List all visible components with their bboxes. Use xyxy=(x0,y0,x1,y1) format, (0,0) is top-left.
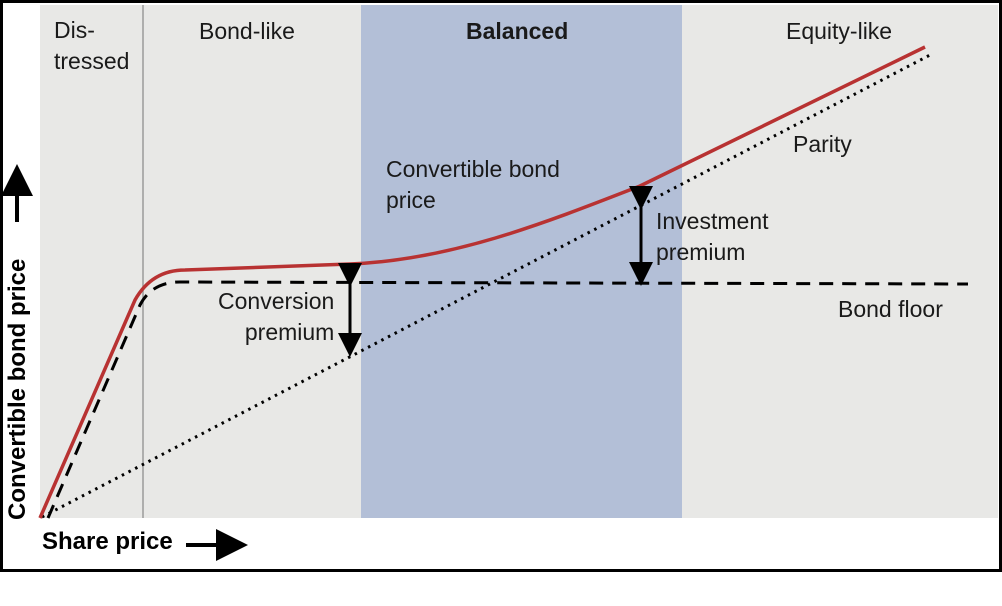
x-axis-label: Share price xyxy=(42,528,173,555)
bond-floor-label: Bond floor xyxy=(838,296,943,322)
conversion-premium-line1: Conversion xyxy=(218,288,335,314)
region-bond-like: Bond-like xyxy=(199,18,295,44)
region-distressed: Dis- tressed xyxy=(54,15,129,77)
conversion-premium-line2: premium xyxy=(244,319,335,345)
cb-price-label-line1: Convertible bond xyxy=(386,156,560,182)
region-equity-like: Equity-like xyxy=(786,18,893,44)
convertible-bond-price-curve xyxy=(38,45,926,519)
bond-floor-line xyxy=(46,280,969,519)
y-axis-label: Convertible bond price xyxy=(4,258,31,520)
conversion-premium-label: Conversion premium xyxy=(218,286,334,348)
region-distressed-line2: tressed xyxy=(54,48,130,74)
balanced-region xyxy=(361,5,682,518)
parity-label: Parity xyxy=(793,131,852,157)
cb-price-label: Convertible bond price xyxy=(386,154,560,216)
region-distressed-line1: Dis- xyxy=(54,17,95,43)
investment-premium-line2: premium xyxy=(656,239,746,265)
cb-price-label-line2: price xyxy=(386,187,436,213)
investment-premium-label: Investment premium xyxy=(656,206,769,268)
parity-line xyxy=(41,53,931,519)
investment-premium-line1: Investment xyxy=(656,208,769,234)
region-balanced: Balanced xyxy=(466,18,569,44)
